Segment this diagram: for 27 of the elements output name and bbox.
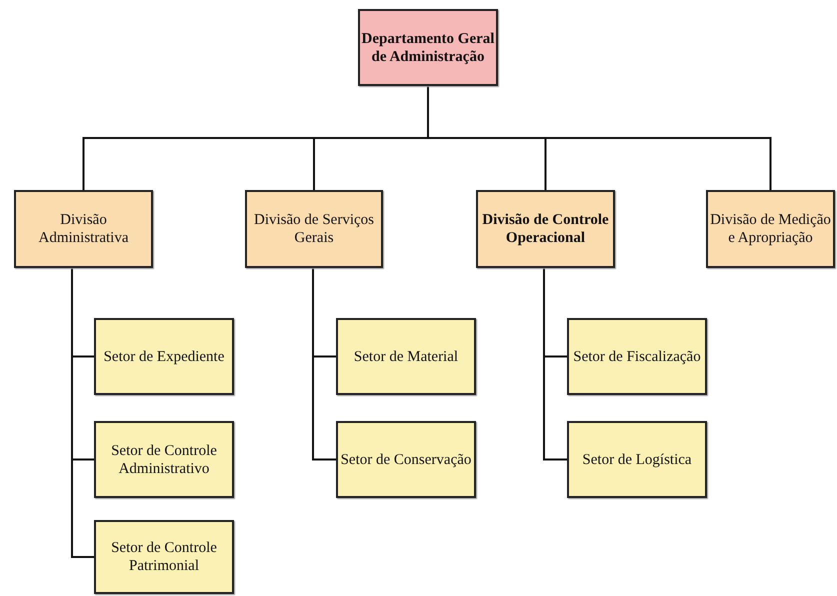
division-box [476,190,615,268]
connector-line [312,268,336,460]
sector-box [94,520,234,594]
division-box [14,190,153,268]
box-label: Setor de Expediente [104,348,224,366]
connector-line [543,268,567,460]
connector-line [71,268,94,558]
box-label: Departamento Geral de Administração [360,30,496,66]
sector-box [94,318,234,395]
sector-box [336,421,476,498]
division-box [245,190,383,268]
box-label: Divisão de Controle Operacional [481,211,610,247]
box-label: Setor de Fiscalização [573,348,701,366]
sector-box [567,318,707,395]
sector-box [94,421,234,498]
sector-box [567,421,707,498]
box-label: Setor de Controle Patrimonial [110,539,218,575]
box-label: Divisão de Medição e Apropriação [709,211,832,247]
box-label: Divisão Administrativa [38,211,130,247]
sector-box [336,318,476,395]
division-box [706,190,835,268]
box-label: Setor de Controle Administrativo [110,442,218,478]
department-box [358,9,498,86]
box-label: Setor de Material [354,348,458,366]
box-label: Divisão de Serviços Gerais [253,211,375,247]
box-label: Setor de Conservação [340,450,472,468]
box-label: Setor de Logística [582,450,692,468]
